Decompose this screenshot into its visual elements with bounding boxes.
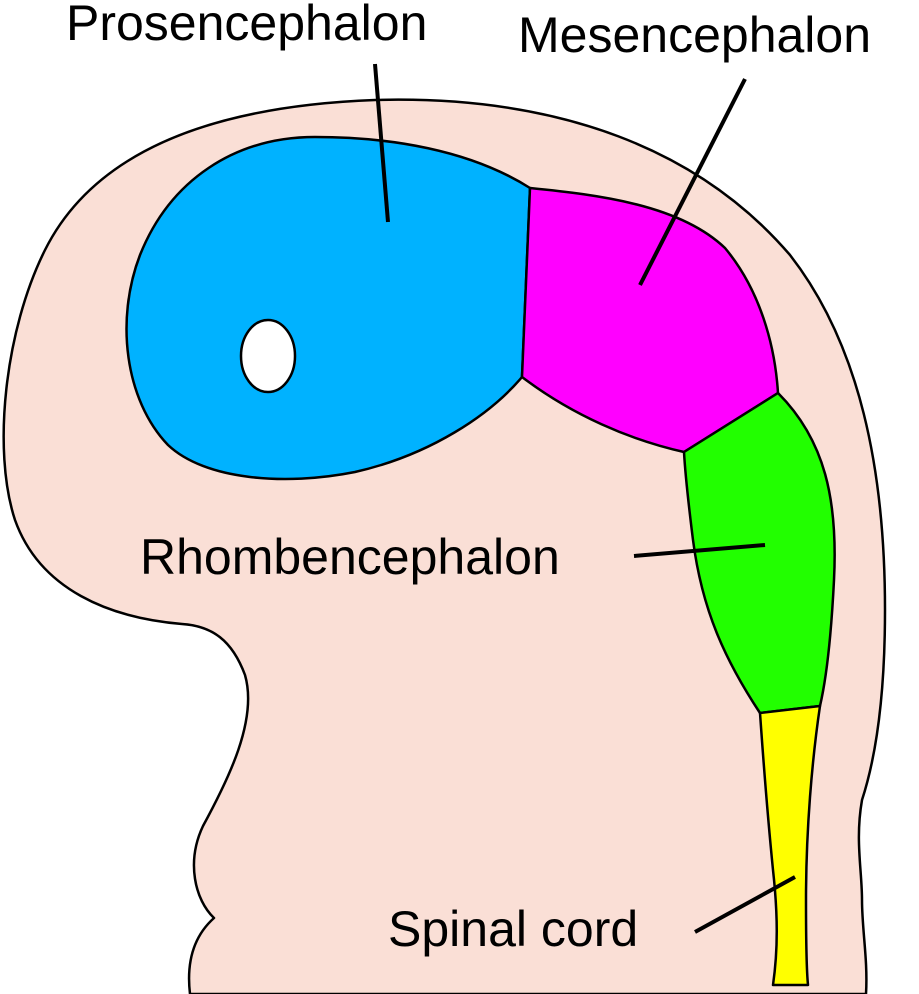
prosencephalon-label: Prosencephalon <box>66 0 427 51</box>
spinal-cord-label: Spinal cord <box>388 901 638 957</box>
rhombencephalon-leader <box>633 543 766 558</box>
optic-vesicle <box>239 318 297 394</box>
rhombencephalon-label: Rhombencephalon <box>140 529 560 585</box>
prosencephalon-region <box>125 135 532 481</box>
mesencephalon-label: Mesencephalon <box>518 7 871 63</box>
spinal-cord-leader <box>694 875 796 934</box>
spinal-cord-region <box>758 704 822 987</box>
mesencephalon-region <box>520 186 780 454</box>
prosencephalon-leader <box>373 63 390 223</box>
mesencephalon-leader <box>638 78 747 286</box>
